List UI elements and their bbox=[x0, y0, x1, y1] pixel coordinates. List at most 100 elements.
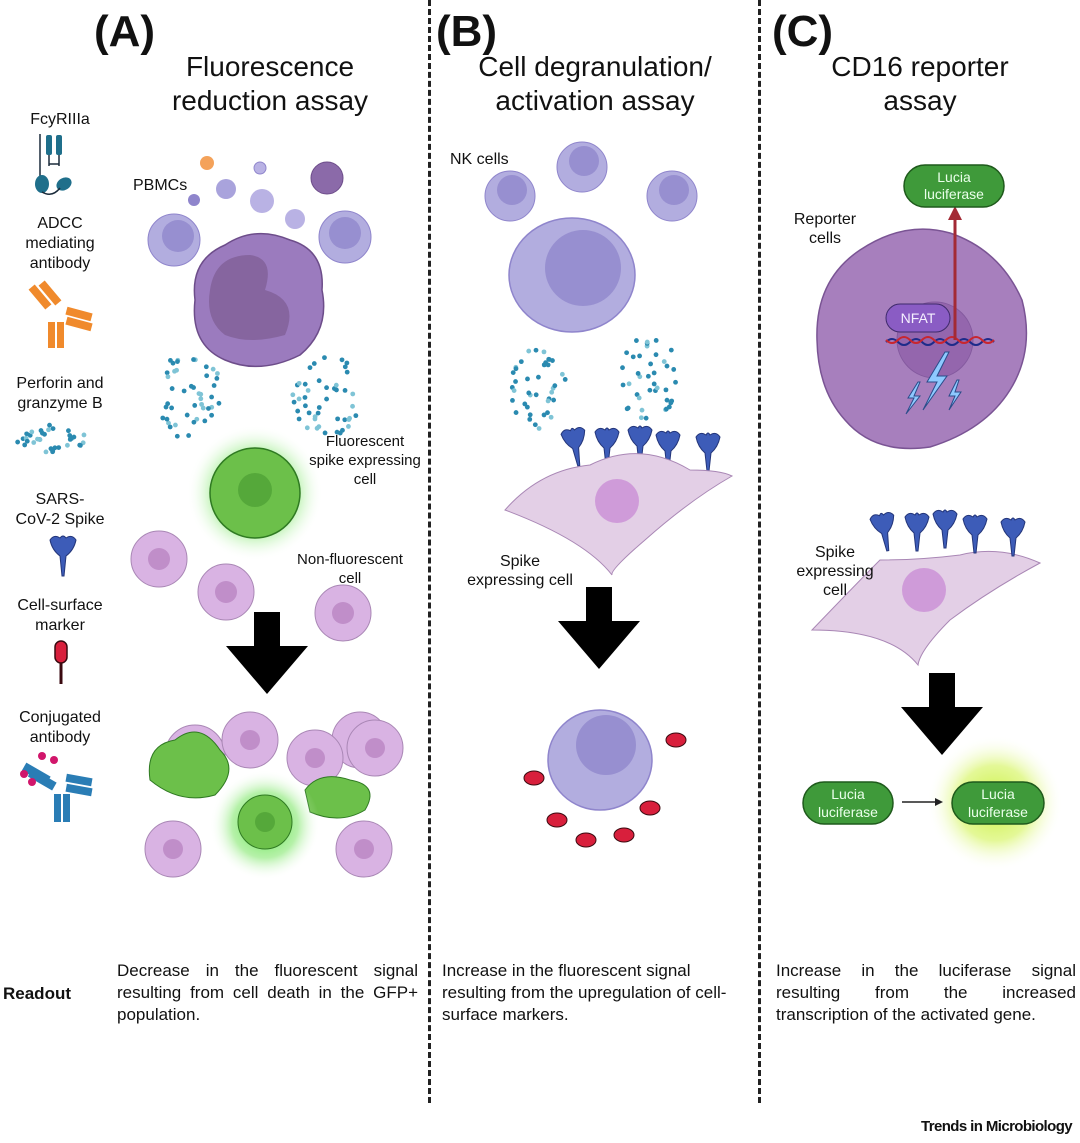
granule-dot bbox=[312, 416, 318, 422]
granule-dot bbox=[673, 379, 678, 385]
granule-dot bbox=[340, 427, 345, 433]
spike-protein-icon bbox=[655, 430, 681, 470]
spike-protein-icon bbox=[560, 427, 586, 467]
granule-dot bbox=[339, 357, 345, 363]
granule-dot bbox=[22, 442, 28, 448]
pbmcs-label: PBMCs bbox=[133, 177, 188, 194]
readout-b: Increase in the fluorescent signal resul… bbox=[442, 961, 727, 1024]
granule-dot bbox=[533, 392, 539, 398]
granule-dot bbox=[302, 403, 308, 409]
legend-label-line: Perforin and bbox=[16, 375, 104, 392]
granule-dot bbox=[15, 439, 21, 445]
granule-dot bbox=[663, 406, 669, 412]
granule-dot bbox=[527, 412, 533, 418]
granule-dot bbox=[304, 425, 310, 431]
granule-dot bbox=[29, 429, 35, 435]
annot-line: Reporter bbox=[793, 211, 857, 228]
legend-fcgr3a-label: FcyRIIIa bbox=[0, 110, 120, 130]
luciferase-label-line1: Lucia bbox=[937, 169, 971, 185]
panel-b-title-line1: Cell degranulation/ bbox=[478, 51, 712, 82]
cell-surface-marker-icon bbox=[523, 770, 545, 786]
granule-dot bbox=[163, 404, 169, 410]
granule-dot bbox=[334, 387, 339, 393]
granule-dot bbox=[211, 383, 217, 388]
annot-line: Non-fluorescent bbox=[297, 551, 403, 568]
readout-label: Readout bbox=[3, 984, 71, 1003]
legend-label-line: SARS- bbox=[35, 491, 85, 508]
granule-dot bbox=[296, 380, 302, 386]
granule-dot bbox=[350, 391, 356, 397]
granule-dot bbox=[160, 415, 166, 421]
arrow-down-icon bbox=[901, 673, 983, 755]
granule-dot bbox=[206, 406, 211, 411]
granule-dot bbox=[209, 394, 215, 400]
granule-dot bbox=[81, 432, 87, 438]
granule-dot bbox=[316, 424, 322, 430]
annot-line: Spike bbox=[814, 544, 856, 561]
panel-c-title-line2: assay bbox=[883, 85, 957, 116]
granule-dot bbox=[541, 412, 547, 418]
granule-dot bbox=[175, 359, 180, 364]
readout-c: Increase in the luciferase signal result… bbox=[776, 961, 1076, 1024]
panel-a-illustration bbox=[130, 156, 404, 880]
granule-dot bbox=[200, 405, 206, 411]
granule-dot bbox=[353, 413, 359, 419]
granule-dot bbox=[549, 389, 555, 395]
panel-a-title-line2: reduction assay bbox=[171, 85, 369, 116]
granule-dot bbox=[620, 382, 626, 388]
granule-dot bbox=[191, 419, 197, 425]
granule-dot bbox=[536, 426, 542, 431]
granule-dot bbox=[199, 401, 205, 407]
granule-dot bbox=[164, 416, 170, 422]
granule-dot bbox=[510, 370, 516, 375]
annot-line: cell bbox=[822, 582, 847, 599]
granule-dot bbox=[669, 398, 675, 404]
cell-surface-marker-icon bbox=[54, 640, 68, 684]
granule-dot bbox=[316, 405, 322, 410]
granule-dot bbox=[65, 442, 70, 448]
panel-divider-bc bbox=[758, 0, 761, 1103]
granule-dot bbox=[50, 449, 55, 455]
granule-dot bbox=[324, 396, 329, 402]
annot-line: cell bbox=[353, 471, 377, 488]
granule-dot bbox=[342, 417, 348, 423]
legend-label-line: mediating bbox=[25, 235, 95, 252]
granule-dot bbox=[50, 426, 56, 432]
spike-protein-icon bbox=[962, 514, 988, 554]
nfat-pill bbox=[885, 303, 951, 333]
granule-dot bbox=[653, 338, 659, 343]
conjugated-antibody-icon bbox=[20, 752, 93, 822]
granule-dot bbox=[525, 376, 530, 382]
granule-dot bbox=[209, 412, 215, 418]
annot-line: expressing cell bbox=[467, 572, 573, 589]
granule-dot bbox=[624, 350, 630, 356]
granule-dot bbox=[306, 410, 312, 416]
granule-dot bbox=[346, 424, 351, 429]
granule-dot bbox=[216, 400, 222, 406]
granule-dot bbox=[77, 442, 83, 448]
granule-dot bbox=[291, 399, 297, 405]
granule-dot bbox=[630, 354, 636, 360]
legend-label-line: marker bbox=[35, 617, 85, 634]
granule-dot bbox=[204, 373, 210, 379]
fcgr3a-receptor-icon bbox=[35, 134, 72, 195]
spike-protein-icon bbox=[1000, 517, 1026, 557]
granule-dot bbox=[333, 382, 339, 388]
granule-dot bbox=[174, 367, 179, 373]
luciferase-pill-top bbox=[903, 164, 1005, 208]
granule-dot bbox=[322, 355, 327, 361]
granule-dot bbox=[296, 416, 302, 422]
nfat-label: NFAT bbox=[901, 310, 936, 326]
luciferase-label-line2: luciferase bbox=[818, 804, 878, 820]
granule-dot bbox=[194, 416, 200, 422]
nk-cells-label: NK cells bbox=[450, 151, 509, 168]
granule-dot bbox=[533, 347, 539, 353]
granule-dot bbox=[648, 361, 654, 367]
panel-divider-ab bbox=[428, 0, 431, 1103]
granule-dot bbox=[47, 422, 52, 428]
granule-dot bbox=[46, 427, 51, 433]
granule-dot bbox=[664, 363, 670, 369]
granule-dot bbox=[192, 403, 198, 408]
granule-dot bbox=[322, 430, 328, 436]
granule-dot bbox=[56, 445, 62, 451]
